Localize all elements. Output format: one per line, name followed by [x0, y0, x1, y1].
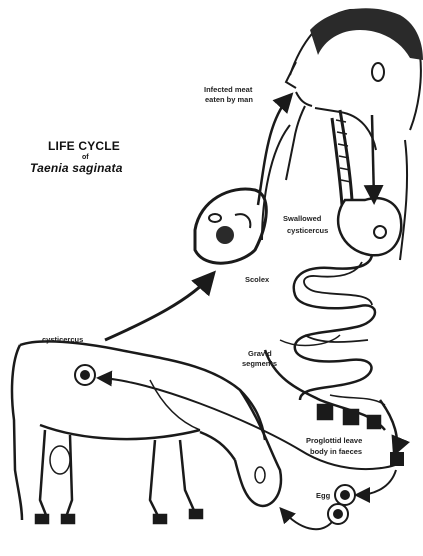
oesophagus [332, 110, 374, 205]
label-scolex: Scolex [245, 276, 269, 284]
arrow-proglottid-to-eggs [358, 470, 396, 495]
diagram-title-of: of [82, 154, 89, 161]
label-segments: segments [242, 360, 277, 368]
arrow-meat-to-man [258, 96, 290, 205]
stomach [338, 198, 401, 255]
label-egg: Egg [316, 492, 330, 500]
human-head-illustration [286, 8, 423, 180]
arrow-cow-to-meat [105, 275, 212, 340]
intestines [265, 255, 397, 452]
label-infected-meat: Infected meat [204, 86, 252, 94]
label-gravid: Gravid [248, 350, 272, 358]
label-swallowed-cysticercus: cysticercus [287, 227, 328, 235]
label-cow-cysticercus: cysticercus [42, 336, 83, 344]
swallowed-cysticercus-icon [374, 226, 386, 238]
diagram-title-line2: Taenia saginata [30, 162, 123, 174]
cow-illustration [12, 341, 281, 523]
infected-meat-cyst [195, 189, 266, 263]
cow-cysticercus-icon [75, 365, 95, 385]
label-eaten-by-man: eaten by man [205, 96, 253, 104]
proglottid-segment [390, 452, 404, 466]
label-swallowed: Swallowed [283, 215, 321, 223]
label-proglottid-line2: body in faeces [310, 448, 362, 456]
label-proglottid-line1: Proglottid leave [306, 437, 362, 445]
arrow-eggs-to-grass [282, 510, 332, 529]
diagram-title-line1: LIFE CYCLE [48, 140, 120, 152]
eggs-icon [328, 485, 355, 524]
